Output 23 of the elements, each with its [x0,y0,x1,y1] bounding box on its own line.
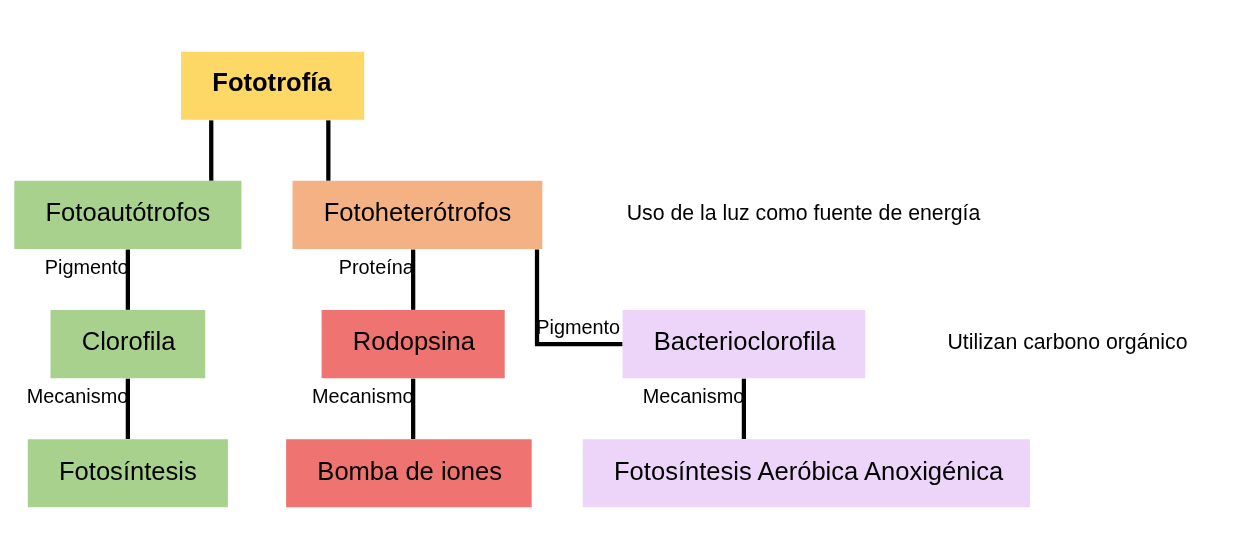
node-box: Fotoheterótrofos [292,180,543,249]
node-box: Bomba de iones [286,438,532,507]
node-box: Bacterioclorofila [622,309,866,378]
label: Utilizan carbono orgánico [947,329,1188,354]
label: Uso de la luz como fuente de energía [626,200,981,225]
edge-label: Mecanismo [26,384,129,407]
node-box: Fotosíntesis Aeróbica Anoxigénica [582,438,1030,507]
connector [741,378,747,439]
edge-label: Pigmento [44,255,129,278]
node-box: Rodopsina [321,309,505,378]
connector [534,249,623,346]
connector [125,249,130,310]
connector [125,378,130,439]
connector [209,119,214,181]
node-box: Fotoautótrofos [14,180,242,249]
connector [411,249,416,310]
connector [326,119,331,181]
node-box: Fotosíntesis [27,438,228,507]
node-box: Fototrofía [181,51,365,120]
edge-label: Mecanismo [642,384,745,407]
node-box: Clorofila [50,309,206,378]
connector [411,378,416,439]
edge-label: Pigmento [536,315,621,338]
